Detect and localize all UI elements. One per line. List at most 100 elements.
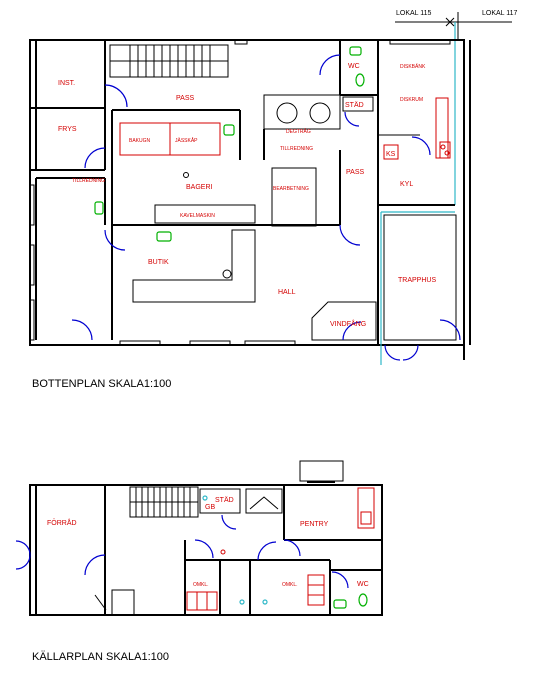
window-north-1 bbox=[389, 39, 451, 45]
dough-trough-icon-1 bbox=[276, 102, 298, 124]
room-farrad: FÖRRÅD bbox=[47, 518, 77, 527]
window-north-2 bbox=[234, 39, 248, 45]
omkl2-lockers bbox=[307, 574, 325, 606]
lokal-marker-icon bbox=[445, 17, 455, 27]
door-pass-2 bbox=[339, 224, 361, 246]
window-west-1 bbox=[29, 184, 35, 226]
ks-unit bbox=[383, 144, 399, 160]
burner-icon-2 bbox=[444, 150, 450, 156]
door-inst bbox=[104, 84, 128, 108]
room-degtrag: DEGTRÅG bbox=[286, 128, 311, 135]
omkl1-lockers bbox=[186, 591, 218, 611]
room-diskbank: DISKBÄNK bbox=[400, 63, 426, 70]
room-bakugn: BAKUGN bbox=[129, 138, 151, 144]
wc-toilet-icon bbox=[355, 73, 365, 87]
room-basement-wc: WC bbox=[357, 581, 369, 588]
lokal-labels: LOKAL 115 LOKAL 117 bbox=[395, 10, 518, 205]
basement-cabinet bbox=[111, 589, 135, 616]
jasskap-unit bbox=[169, 122, 221, 156]
floor-drain-icon-2 bbox=[239, 599, 245, 605]
room-vindfang: VINDFÅNG bbox=[330, 319, 366, 328]
room-bageri: BAGERI bbox=[186, 184, 213, 191]
room-basement-stad: STÄD bbox=[215, 496, 234, 504]
room-pentry: PENTRY bbox=[300, 521, 329, 528]
room-pass-2: PASS bbox=[346, 169, 364, 176]
window-west-2 bbox=[29, 244, 35, 286]
bageri-drain-icon bbox=[183, 172, 189, 178]
door-trapphus-1 bbox=[384, 344, 401, 361]
light-well bbox=[299, 460, 344, 482]
door-stad bbox=[344, 111, 360, 127]
door-vindfang bbox=[342, 321, 362, 341]
door-butik bbox=[104, 229, 126, 251]
disk-machine-icon bbox=[439, 141, 451, 159]
bageri-sink-icon bbox=[223, 124, 235, 136]
ground-floor-outer-wall bbox=[29, 39, 465, 346]
room-stad: STÄD bbox=[345, 101, 364, 109]
door-trapphus-2 bbox=[402, 344, 419, 361]
vindfang-enclosure bbox=[311, 301, 377, 341]
door-pentry bbox=[283, 539, 301, 557]
door-diskrum bbox=[411, 136, 431, 156]
door-farrad-2 bbox=[15, 554, 31, 570]
butik-sink-icon bbox=[156, 231, 172, 242]
basement-wc-sink-icon bbox=[333, 599, 347, 609]
basement-wc-toilet-icon bbox=[358, 593, 368, 607]
door-wc bbox=[319, 54, 341, 76]
basement-title: KÄLLARPLAN SKALA1:100 bbox=[32, 651, 169, 663]
door-omkl-1 bbox=[194, 539, 214, 559]
window-south-2 bbox=[189, 340, 231, 346]
degtrag-enclosure bbox=[263, 94, 341, 130]
room-kavelmaskin: KAVELMASKIN bbox=[180, 213, 215, 219]
door-farrad-1 bbox=[15, 540, 31, 556]
bearbetning-table bbox=[271, 167, 317, 227]
door-south-west bbox=[71, 319, 93, 341]
room-omkl-2: OMKL. bbox=[282, 582, 298, 588]
door-frys bbox=[84, 147, 106, 169]
door-basement-wc bbox=[331, 571, 349, 589]
basement-stair-treads bbox=[130, 487, 198, 517]
tillredning-sink-icon bbox=[94, 201, 104, 215]
wc-sink-icon bbox=[349, 46, 362, 56]
trapphus-enclosure bbox=[383, 214, 457, 341]
room-kyl: KYL bbox=[400, 181, 413, 188]
stair-treads bbox=[110, 45, 228, 77]
room-butik: BUTIK bbox=[148, 259, 169, 266]
door-omkl-2 bbox=[257, 541, 277, 561]
lokal-115-label: LOKAL 115 bbox=[396, 10, 432, 17]
butik-register-icon bbox=[222, 269, 232, 279]
basement-valve-icon bbox=[220, 549, 226, 555]
door-basement-stad bbox=[221, 514, 237, 530]
pentry-stove-icon bbox=[360, 511, 372, 525]
basement-outer-wall bbox=[29, 484, 383, 616]
dough-trough-icon-2 bbox=[309, 102, 331, 124]
room-tillredning-2: TILLREDNING bbox=[72, 178, 105, 184]
room-bearbetning: BEARBETNING bbox=[273, 186, 309, 192]
window-south-3 bbox=[244, 340, 296, 346]
room-frys: FRYS bbox=[58, 126, 77, 133]
floor-drain-icon-1 bbox=[202, 495, 208, 501]
room-inst: INST. bbox=[58, 80, 75, 87]
room-omkl-1: OMKL. bbox=[193, 582, 209, 588]
room-diskrum: DISKRUM bbox=[400, 97, 423, 103]
pentry-counter bbox=[357, 487, 375, 529]
door-trapphus-3 bbox=[439, 319, 461, 341]
floor-drain-icon-3 bbox=[262, 599, 268, 605]
ground-floor-plan: INST. FRYS PASS WC STÄD bbox=[29, 39, 471, 365]
room-ks: KS bbox=[386, 151, 396, 158]
room-wc: WC bbox=[348, 63, 360, 70]
kavelmaskin-table bbox=[154, 204, 256, 224]
burner-icon-1 bbox=[440, 144, 446, 150]
door-farrad-3 bbox=[84, 554, 106, 576]
room-trapphus: TRAPPHUS bbox=[398, 277, 436, 284]
butik-counter bbox=[132, 229, 256, 303]
room-tillredning-1: TILLREDNING bbox=[280, 146, 313, 152]
basement-stad-closet bbox=[199, 488, 241, 514]
stad-closet bbox=[342, 96, 374, 112]
room-hall: HALL bbox=[278, 289, 296, 296]
window-south-1 bbox=[119, 340, 161, 346]
window-west-3 bbox=[29, 299, 35, 341]
room-gb: GB bbox=[205, 504, 215, 511]
basement-ramp bbox=[94, 594, 107, 611]
